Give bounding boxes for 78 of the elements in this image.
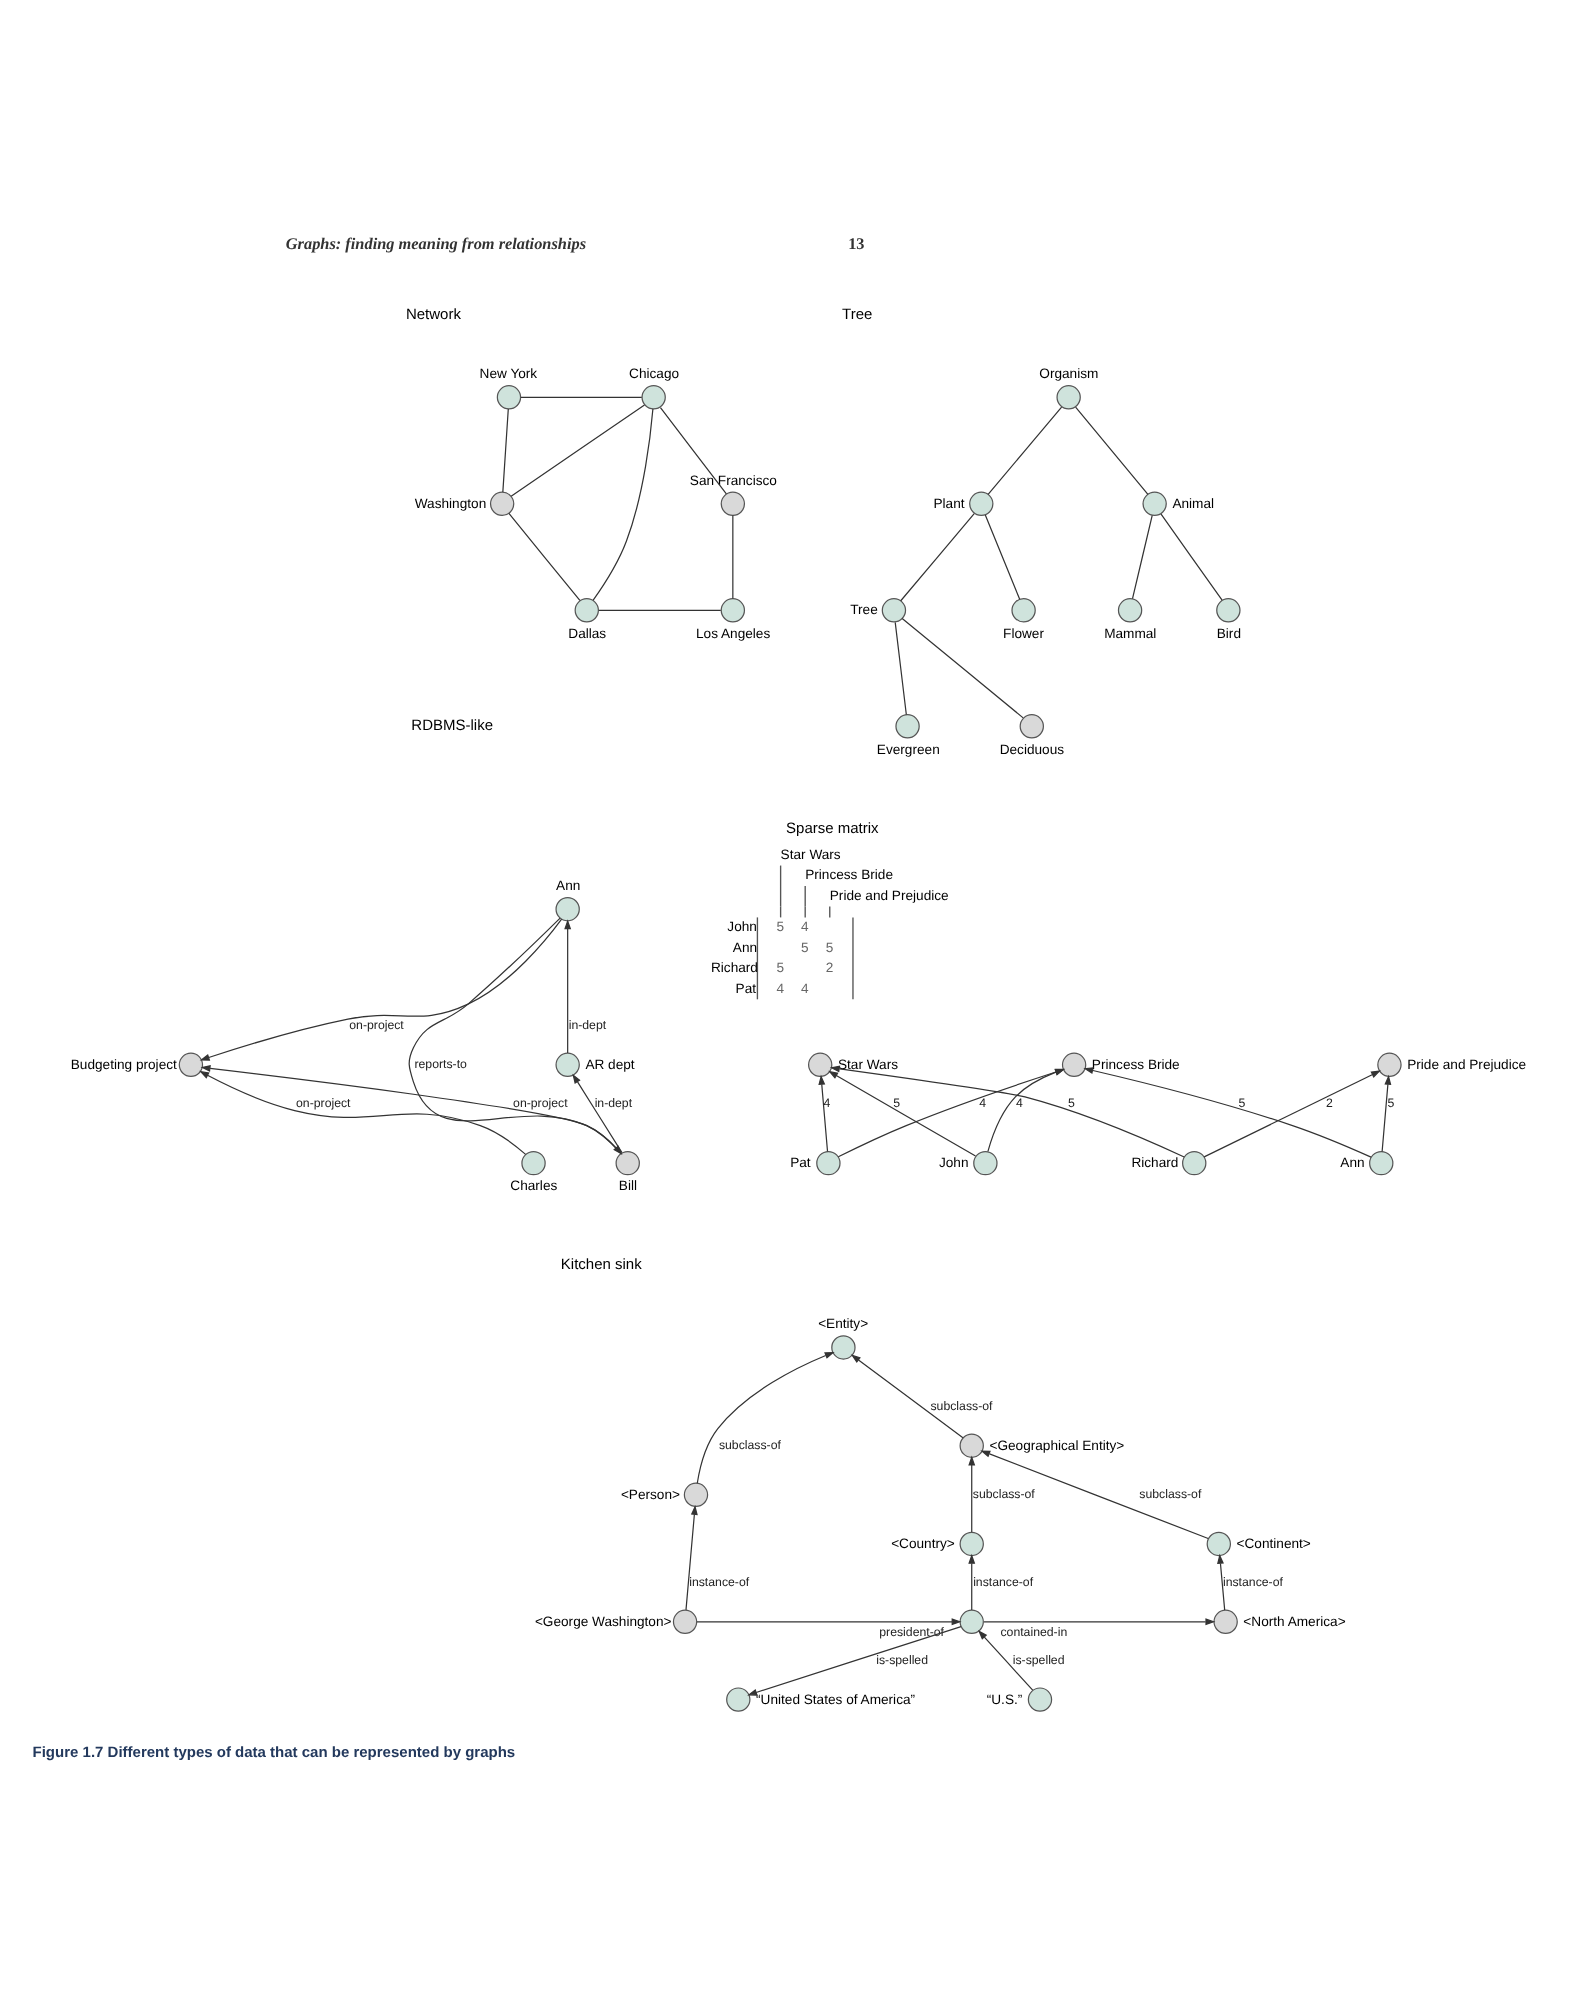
label: Kitchen sink: [560, 1254, 642, 1273]
connector: [592, 408, 654, 601]
arrow: [850, 1354, 964, 1439]
node-circle: [641, 385, 666, 410]
arrow: [564, 919, 572, 1054]
connector: [1160, 513, 1223, 601]
node-circle: [720, 598, 746, 623]
node-circle: [555, 897, 580, 922]
connector: [900, 512, 975, 602]
arrow: [980, 1450, 1209, 1540]
node-circle: [808, 1052, 833, 1078]
node-circle: [959, 1433, 984, 1458]
connector: [901, 617, 1024, 719]
arrow: [685, 1504, 698, 1611]
connector: [1131, 514, 1153, 600]
node-circle: [1216, 598, 1241, 623]
node-circle: [720, 491, 746, 516]
arrow: [1381, 1074, 1392, 1153]
node-circle: [672, 1609, 698, 1634]
connector: [502, 408, 509, 493]
label: Sparse matrix: [786, 818, 879, 837]
node-circle: [615, 1150, 640, 1176]
label: Tree: [842, 304, 873, 323]
node-circle: [489, 491, 515, 516]
connector: [987, 406, 1063, 495]
node-circle: [726, 1687, 751, 1712]
node-circle: [959, 1531, 984, 1557]
node-circle: [1182, 1150, 1207, 1176]
arrow: [968, 1455, 976, 1533]
connector: [510, 404, 646, 497]
arrow: [1203, 1070, 1381, 1158]
arrow: [983, 1618, 1216, 1626]
arrow: [828, 1070, 977, 1157]
node-circle: [1117, 598, 1143, 623]
node-circle: [1027, 1687, 1053, 1712]
node-circle: [521, 1150, 546, 1176]
node-circle: [555, 1052, 580, 1078]
node-circle: [959, 1609, 984, 1634]
node-circle: [969, 491, 994, 516]
node-circle: [1369, 1150, 1394, 1176]
node-circle: [1213, 1609, 1238, 1634]
arrow: [1083, 1067, 1372, 1158]
connector: [508, 512, 581, 602]
connector: [659, 406, 727, 495]
arrow: [696, 1618, 962, 1626]
node-circle: [973, 1150, 998, 1176]
node-circle: [1019, 714, 1044, 739]
arrow: [818, 1074, 829, 1153]
node-circle: [683, 1482, 709, 1508]
label: Network: [405, 304, 461, 323]
arrow: [977, 1629, 1034, 1691]
connector: [984, 514, 1021, 600]
node-circle: [831, 1335, 856, 1360]
node-circle: [1206, 1531, 1232, 1557]
node-circle: [1011, 598, 1036, 623]
arrow: [747, 1626, 962, 1696]
connector: [1075, 406, 1149, 495]
node-circle: [895, 714, 920, 739]
arrow: [1217, 1553, 1226, 1611]
connector: [520, 396, 643, 398]
node-circle: [496, 385, 522, 410]
node-circle: [1056, 385, 1081, 410]
node-circle: [881, 598, 907, 623]
connector: [732, 514, 734, 600]
node-circle: [1061, 1052, 1087, 1078]
node-circle: [1377, 1052, 1402, 1078]
node-circle: [1142, 491, 1167, 516]
node-circle: [178, 1052, 204, 1078]
connector: [894, 621, 907, 716]
connector: [598, 609, 722, 611]
arrow: [199, 1070, 527, 1155]
node-circle: [816, 1150, 841, 1176]
caption: Figure 1.7 Different types of data that can be represented by graphs: [32, 1743, 516, 1762]
arrow: [968, 1553, 976, 1611]
arrow: [199, 918, 563, 1061]
node-circle: [574, 598, 599, 623]
label: RDBMS-like: [411, 716, 494, 735]
arrow: [696, 1351, 835, 1484]
